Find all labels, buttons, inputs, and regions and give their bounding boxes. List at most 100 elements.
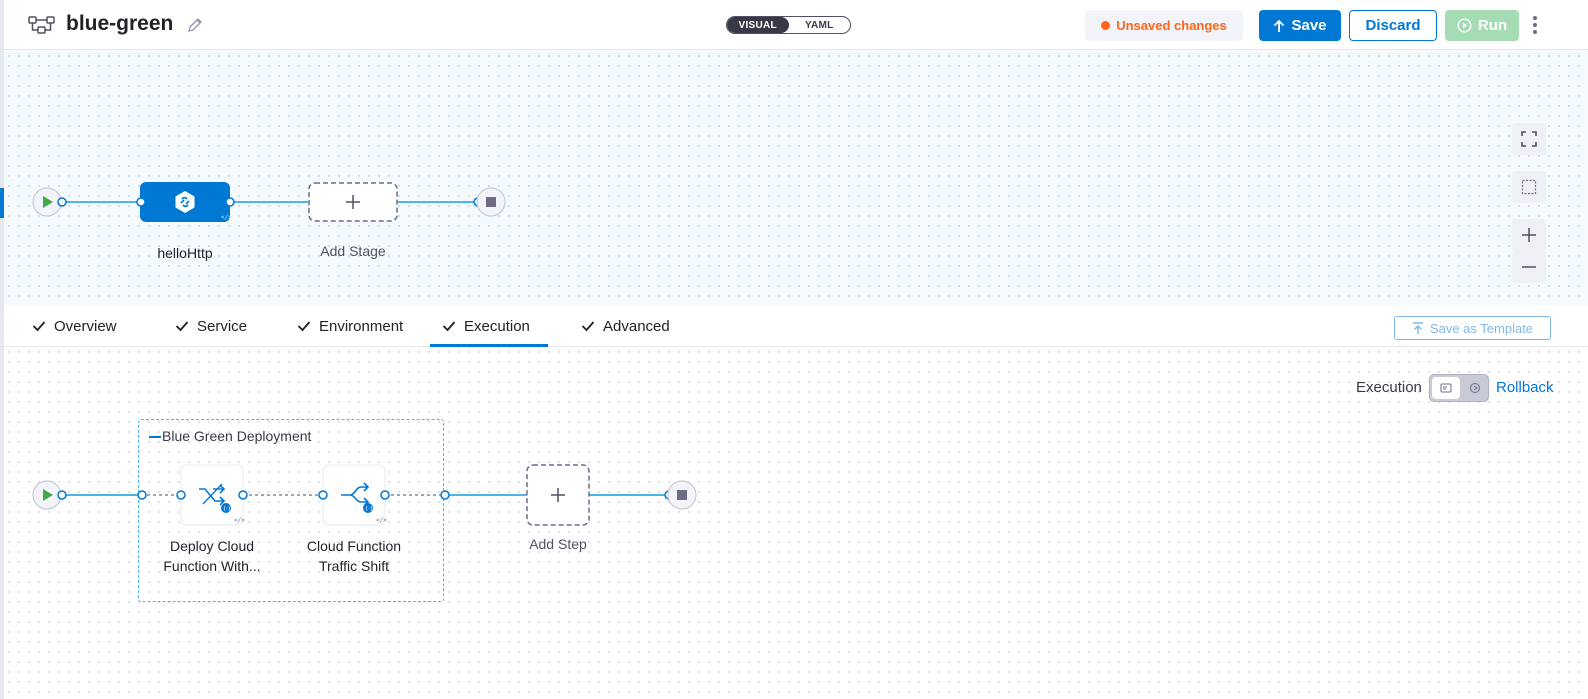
stage-node-hellohttp[interactable]: </> [140, 182, 232, 222]
run-play-icon [1457, 18, 1472, 33]
start-port [57, 490, 67, 500]
run-button-label: Run [1477, 17, 1508, 34]
execution-toggle-label: Execution [1356, 379, 1422, 396]
step-node-deploy-cloud-function[interactable]: {·} </> [180, 464, 245, 526]
tab-execution-label: Execution [464, 317, 530, 335]
add-step-plus-icon [551, 488, 565, 502]
pipeline-icon [28, 16, 55, 34]
discard-button-label: Discard [1365, 17, 1421, 34]
save-as-template-button[interactable]: Save as Template [1394, 316, 1551, 340]
save-button-label: Save [1291, 17, 1327, 34]
tab-advanced-label: Advanced [603, 317, 670, 335]
rollback-view-icon [1466, 380, 1484, 396]
stage-output-port [225, 197, 235, 207]
stage-end-node[interactable] [476, 187, 506, 217]
stop-icon [486, 197, 496, 207]
step-label-line: Deploy Cloud [169, 538, 255, 554]
group-input-port [137, 490, 147, 500]
deployment-stage-icon [175, 191, 195, 213]
active-tab-indicator [430, 344, 548, 347]
save-button[interactable]: Save [1259, 10, 1341, 41]
svg-text:</>: </> [221, 214, 232, 221]
save-as-template-label: Save as Template [1429, 320, 1534, 336]
tab-environment[interactable]: Environment [297, 305, 403, 347]
execution-start-node[interactable] [32, 480, 62, 510]
stage-label-hellohttp: helloHttp [157, 245, 213, 261]
fullscreen-icon[interactable] [1512, 123, 1546, 155]
step-output-port [380, 490, 390, 500]
pipeline-title: blue-green [66, 12, 174, 35]
pipeline-header: blue-green VISUAL YAML Unsaved changes S… [4, 0, 1588, 50]
stage-input-port [136, 197, 146, 207]
tab-execution[interactable]: Execution [442, 305, 530, 347]
svg-text:</>: </> [376, 517, 387, 524]
edit-pencil-icon[interactable] [186, 16, 204, 34]
gcp-badge-icon [221, 503, 231, 513]
start-play-icon [43, 489, 53, 501]
start-play-icon [43, 196, 53, 208]
step-label-line: Function With... [163, 558, 261, 574]
check-icon [297, 321, 311, 332]
step-input-port [176, 490, 186, 500]
svg-text:{·}: {·} [223, 506, 231, 512]
group-output-port [440, 490, 450, 500]
add-stage-plus-icon [346, 195, 360, 209]
add-step-label: Add Step [529, 536, 587, 552]
step-node-traffic-shift[interactable]: {·} </> [322, 464, 387, 526]
execution-rollback-toggle[interactable] [1429, 374, 1489, 402]
check-icon [32, 321, 46, 332]
stage-start-node[interactable] [32, 187, 62, 217]
unsaved-changes-label: Unsaved changes [1116, 18, 1227, 33]
stop-icon [677, 490, 687, 500]
add-step-node[interactable] [526, 464, 590, 526]
visual-view-option[interactable]: VISUAL [727, 17, 789, 33]
execution-end-node[interactable] [667, 480, 697, 510]
upload-arrow-icon [1274, 19, 1285, 32]
step-group-label: Blue Green Deployment [162, 428, 312, 444]
tab-overview[interactable]: Overview [32, 305, 117, 347]
traffic-shift-icon [341, 482, 370, 507]
tab-service[interactable]: Service [175, 305, 247, 347]
tab-environment-label: Environment [319, 317, 404, 335]
stage-canvas [4, 51, 1588, 305]
add-stage-label: Add Stage [320, 243, 386, 259]
yaml-view-option[interactable]: YAML [804, 19, 834, 31]
left-edge [0, 0, 4, 699]
rollback-link[interactable]: Rollback [1496, 379, 1554, 396]
svg-text:</>: </> [234, 517, 245, 524]
step-label-line: Cloud Function [306, 538, 402, 554]
upload-template-icon [1412, 321, 1423, 334]
check-icon [175, 321, 189, 332]
tab-advanced[interactable]: Advanced [581, 305, 670, 347]
svg-text:{·}: {·} [365, 506, 373, 512]
zoom-out-icon[interactable] [1512, 251, 1546, 283]
more-options-icon[interactable] [1529, 14, 1541, 36]
start-port [57, 197, 67, 207]
step-group-blue-green[interactable] [138, 419, 444, 602]
step-label-deploy-cloud-function: Deploy Cloud Function With... [148, 536, 276, 576]
step-output-port [238, 490, 248, 500]
tab-overview-label: Overview [54, 317, 117, 335]
unsaved-changes-badge[interactable]: Unsaved changes [1085, 10, 1243, 41]
check-icon [442, 321, 456, 332]
visual-yaml-toggle[interactable]: VISUAL YAML [726, 16, 851, 34]
run-button[interactable]: Run [1445, 10, 1519, 41]
zoom-in-icon[interactable] [1512, 219, 1546, 251]
execution-canvas [4, 347, 1588, 699]
step-label-traffic-shift: Cloud Function Traffic Shift [290, 536, 418, 576]
collapse-group-icon[interactable] [149, 436, 161, 438]
execution-view-icon [1432, 377, 1460, 399]
step-label-line: Traffic Shift [318, 558, 390, 574]
check-icon [581, 321, 595, 332]
stage-tabs-bar: Overview Service Environment Execution A… [4, 305, 1588, 347]
deploy-function-icon [199, 483, 226, 506]
tab-service-label: Service [197, 317, 248, 335]
left-edge-indicator [0, 188, 4, 218]
add-stage-node[interactable] [308, 182, 398, 222]
step-input-port [318, 490, 328, 500]
gcp-badge-icon [363, 503, 373, 513]
discard-button[interactable]: Discard [1349, 10, 1437, 41]
fit-to-screen-icon[interactable] [1512, 171, 1546, 203]
unsaved-dot-icon [1101, 21, 1111, 30]
